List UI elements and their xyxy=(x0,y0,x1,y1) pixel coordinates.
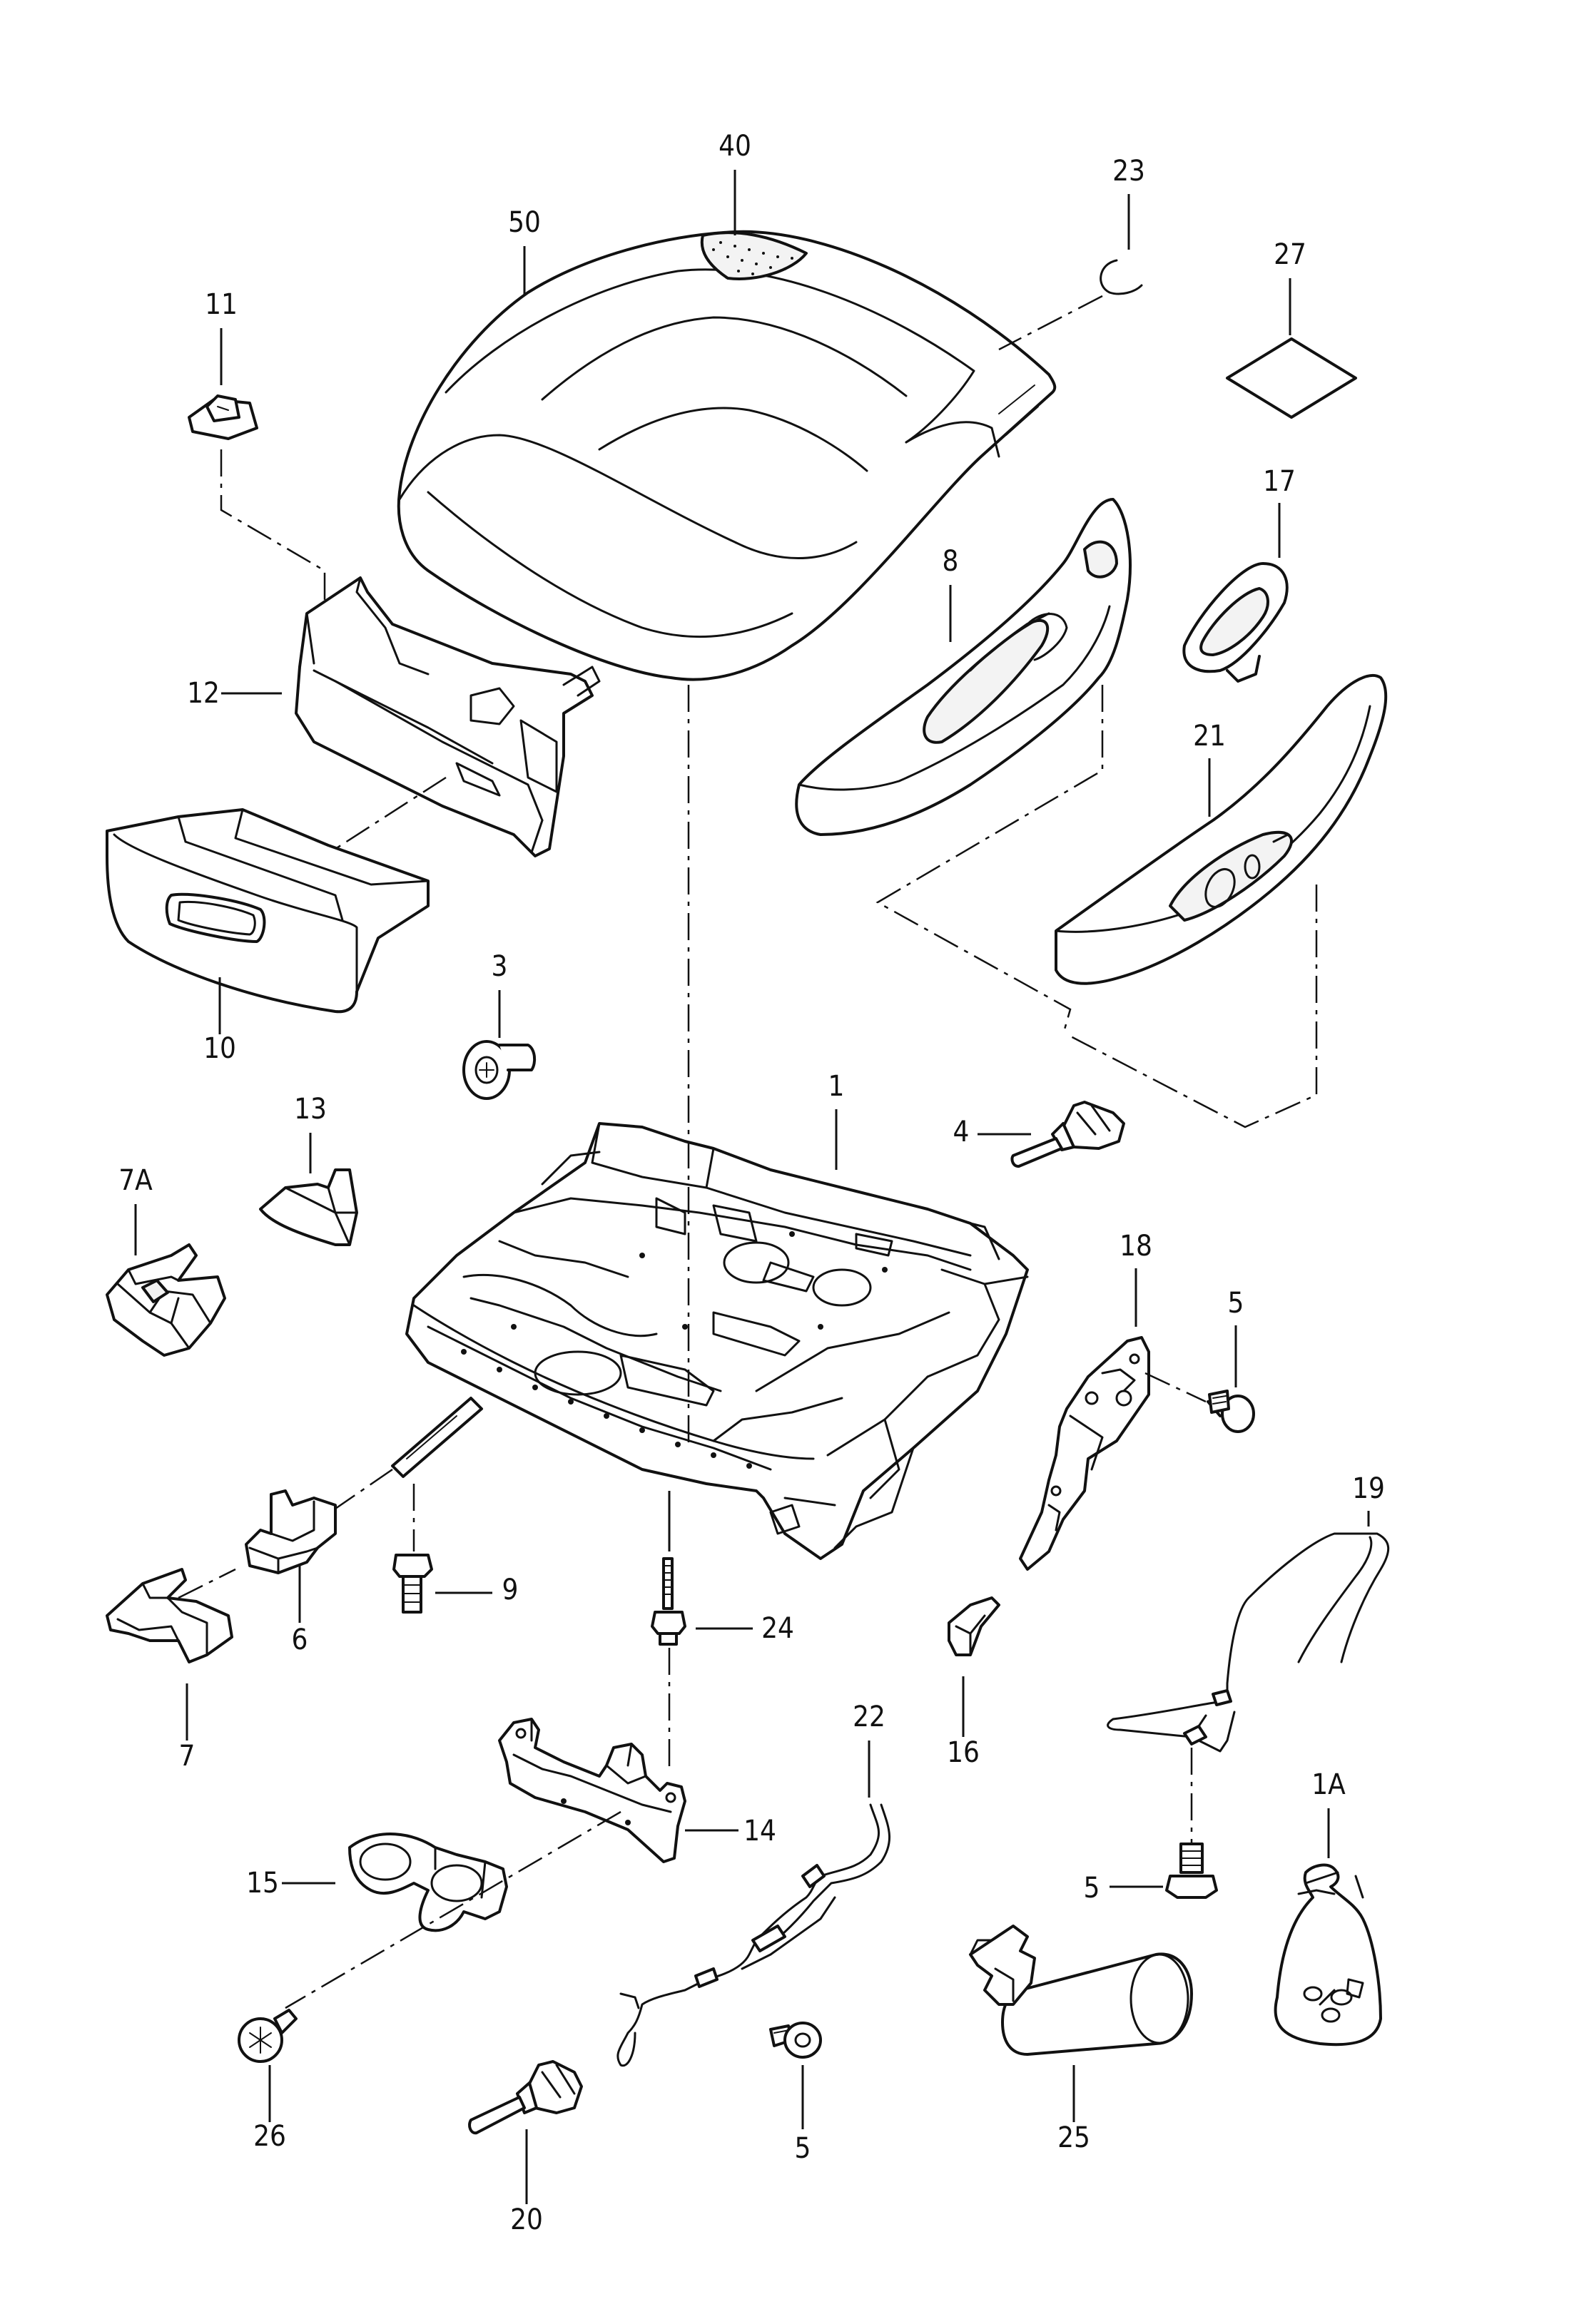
label-26: 26 xyxy=(253,2120,286,2153)
label-13: 13 xyxy=(294,1093,327,1126)
label-4: 4 xyxy=(953,1116,970,1148)
stud-bolt-part-24[interactable] xyxy=(651,1557,686,1646)
side-trim-part-8[interactable] xyxy=(795,498,1132,836)
bracket-part-7A[interactable] xyxy=(106,1243,226,1357)
label-1A: 1A xyxy=(1311,1768,1346,1801)
label-17: 17 xyxy=(1263,465,1296,498)
seat-frame-part-1[interactable] xyxy=(405,1122,1029,1560)
label-7A: 7A xyxy=(118,1164,153,1197)
label-22: 22 xyxy=(853,1701,885,1733)
bolt-part-5-lower[interactable] xyxy=(769,2022,822,2059)
hinge-bracket-part-18[interactable] xyxy=(1019,1336,1150,1571)
clip-part-11[interactable] xyxy=(188,394,258,440)
label-11: 11 xyxy=(205,288,238,321)
parts-bag-part-1A[interactable] xyxy=(1274,1863,1382,2047)
mounting-bracket-part-14[interactable] xyxy=(498,1718,686,1863)
label-25: 25 xyxy=(1057,2121,1090,2154)
label-5-lower: 5 xyxy=(795,2132,811,2165)
label-9: 9 xyxy=(502,1574,519,1606)
tray-frame-part-12[interactable] xyxy=(295,576,601,857)
label-18: 18 xyxy=(1120,1230,1152,1263)
push-rivet-part-4[interactable] xyxy=(1010,1101,1125,1168)
label-14: 14 xyxy=(743,1815,776,1848)
label-50: 50 xyxy=(508,206,541,239)
label-3: 3 xyxy=(492,950,508,983)
seat-rail[interactable] xyxy=(335,1397,483,1510)
pad-part-27[interactable] xyxy=(1226,337,1357,419)
label-24: 24 xyxy=(761,1612,794,1645)
bolt-part-9[interactable] xyxy=(392,1554,433,1614)
switch-part-17[interactable] xyxy=(1182,562,1289,683)
cover-cap-part-13[interactable] xyxy=(259,1168,358,1246)
seat-cushion-part-50[interactable] xyxy=(397,230,1057,681)
side-trim-part-21[interactable] xyxy=(1055,673,1388,985)
label-40: 40 xyxy=(719,130,751,163)
small-clip-part-16[interactable] xyxy=(948,1596,1000,1656)
label-16: 16 xyxy=(947,1736,980,1769)
holder-part-6[interactable] xyxy=(245,1489,337,1574)
label-23: 23 xyxy=(1112,155,1145,188)
ring-bracket-part-15[interactable] xyxy=(348,1833,508,1932)
bolt-part-5-middle[interactable] xyxy=(1165,1843,1218,1899)
ring-clip-part-23[interactable] xyxy=(1100,259,1143,295)
label-5-middle: 5 xyxy=(1084,1872,1100,1905)
wire-harness-part-22[interactable] xyxy=(616,1803,891,2067)
label-15: 15 xyxy=(246,1867,279,1900)
wire-frame-part-19[interactable] xyxy=(1107,1532,1390,1753)
label-8: 8 xyxy=(943,545,959,578)
cylinder-part-25[interactable] xyxy=(969,1925,1193,2056)
screw-part-26[interactable] xyxy=(238,2009,298,2063)
clip-bracket-part-7[interactable] xyxy=(106,1568,233,1663)
cushion-texture-part-40[interactable] xyxy=(700,231,808,280)
label-20: 20 xyxy=(510,2203,543,2236)
label-12: 12 xyxy=(187,677,220,710)
label-1: 1 xyxy=(828,1070,845,1103)
label-21: 21 xyxy=(1193,720,1226,753)
push-rivet-part-20[interactable] xyxy=(468,2060,583,2135)
bolt-part-5-upper[interactable] xyxy=(1207,1390,1255,1433)
drawer-part-10[interactable] xyxy=(106,808,430,1014)
label-6: 6 xyxy=(292,1624,308,1656)
label-27: 27 xyxy=(1274,238,1306,271)
plug-part-3[interactable] xyxy=(462,1040,537,1100)
label-5-upper: 5 xyxy=(1228,1287,1244,1320)
label-7: 7 xyxy=(179,1740,196,1773)
label-10: 10 xyxy=(203,1032,236,1065)
label-19: 19 xyxy=(1352,1472,1385,1505)
